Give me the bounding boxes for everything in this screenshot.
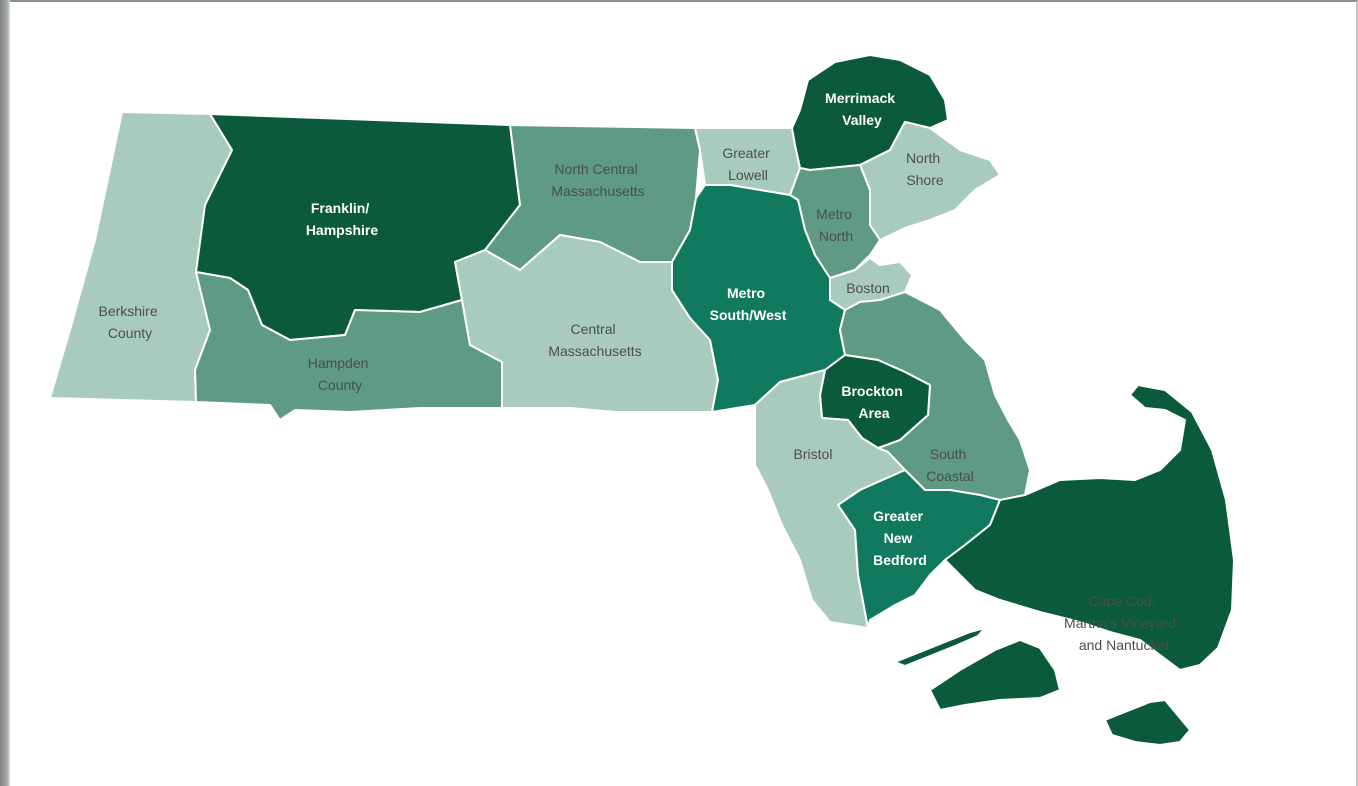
label-metro-north: Metro North <box>816 206 856 244</box>
region-cape-cod[interactable] <box>944 384 1235 671</box>
left-edge-bar <box>0 0 10 786</box>
label-cape-cod: Cape Cod, Martha's Vineyard, and Nantuck… <box>1064 593 1184 653</box>
region-greater-new-bedford[interactable] <box>837 469 1001 629</box>
label-greater-lowell: Greater Lowell <box>722 145 773 183</box>
label-greater-new-bedford: Greater New Bedford <box>873 508 927 568</box>
region-elizabeth-islands[interactable] <box>894 627 986 667</box>
region-marthas-vineyard[interactable] <box>929 639 1061 711</box>
label-boston: Boston <box>846 280 890 296</box>
label-bristol: Bristol <box>794 446 833 462</box>
region-nantucket[interactable] <box>1104 699 1191 746</box>
label-north-shore: North Shore <box>906 150 944 188</box>
label-south-coastal: South Coastal <box>926 446 973 484</box>
label-north-central-massachusetts: North Central Massachusetts <box>551 161 644 199</box>
label-brockton-area: Brockton Area <box>841 383 906 421</box>
label-central-massachusetts: Central Massachusetts <box>548 321 641 359</box>
label-metro-south-west: Metro South/West <box>710 285 787 323</box>
label-hampden-county: Hampden County <box>308 355 373 393</box>
label-franklin-hampshire: Franklin/ Hampshire <box>306 200 379 238</box>
label-merrimack-valley: Merrimack Valley <box>825 90 899 128</box>
label-berkshire-county: Berkshire County <box>98 303 161 341</box>
